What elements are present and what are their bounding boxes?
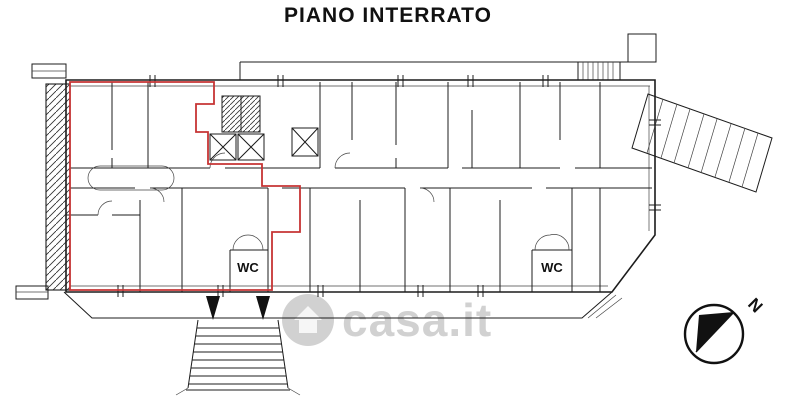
- watermark: casa.it: [282, 294, 492, 346]
- window-ticks: [117, 75, 661, 297]
- entrance-stairs: [175, 296, 301, 396]
- left-exterior-walls: [15, 63, 67, 300]
- highlighted-unit-outline: [69, 81, 301, 291]
- elevator-core: [209, 95, 319, 161]
- interior-walls: [66, 82, 601, 292]
- watermark-house-icon: [294, 306, 322, 333]
- north-label: N: [744, 294, 766, 316]
- corridor-walls: [70, 152, 652, 203]
- terrace-strip: [63, 291, 623, 319]
- page-title: PIANO INTERRATO: [284, 4, 492, 27]
- north-arrow: N: [683, 294, 766, 365]
- watermark-text: casa.it: [342, 294, 492, 346]
- wing-roof: [631, 93, 773, 193]
- wc-room-right: WC: [531, 188, 573, 292]
- outer-walls: [65, 79, 656, 293]
- elevator-shaft: [291, 127, 319, 157]
- entry-arrow: [256, 296, 270, 320]
- elevator-shaft: [237, 133, 265, 161]
- wc-label-left: WC: [237, 260, 259, 275]
- entry-arrow: [206, 296, 220, 320]
- elevator-shaft: [209, 133, 237, 161]
- wc-label-right: WC: [541, 260, 563, 275]
- wc-room-left: WC: [229, 234, 268, 292]
- roof-eave-lines: [239, 33, 657, 81]
